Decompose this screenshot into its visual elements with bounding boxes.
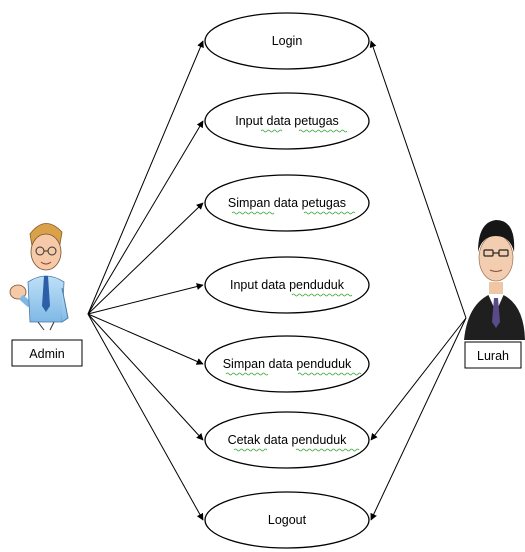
lurah-actor-figure[interactable] xyxy=(464,220,525,340)
use-case-logout[interactable]: Logout xyxy=(204,491,370,549)
use-case-label: Login xyxy=(272,34,303,48)
admin-link-simpan-penduduk xyxy=(87,313,204,365)
use-case-simpan-petugas[interactable]: Simpan data petugas xyxy=(204,174,370,232)
use-case-input-petugas[interactable]: Input data petugas xyxy=(204,92,370,150)
lurah-label-box: Lurah xyxy=(464,341,522,369)
lurah-label: Lurah xyxy=(477,349,509,363)
use-case-cetak-penduduk[interactable]: Cetak data penduduk xyxy=(204,411,370,469)
lurah-link-logout xyxy=(370,317,467,521)
admin-link-cetak-penduduk xyxy=(87,313,204,441)
admin-actor-figure[interactable] xyxy=(9,223,69,331)
use-case-label: Simpan data petugas xyxy=(228,196,346,210)
lurah-link-login xyxy=(369,40,467,319)
admin-link-logout xyxy=(87,313,204,521)
admin-link-simpan-petugas xyxy=(87,202,204,315)
use-case-label: Input data petugas xyxy=(235,114,339,128)
admin-link-login xyxy=(87,40,204,315)
use-case-simpan-penduduk[interactable]: Simpan data penduduk xyxy=(204,335,370,393)
lurah-link-cetak-penduduk xyxy=(370,317,467,441)
admin-label-box: Admin xyxy=(11,339,83,367)
use-case-login[interactable]: Login xyxy=(204,12,370,70)
admin-link-input-petugas xyxy=(87,120,204,315)
use-case-label: Logout xyxy=(268,513,307,527)
use-case-input-penduduk[interactable]: Input data penduduk xyxy=(204,256,370,314)
admin-link-input-penduduk xyxy=(87,283,204,315)
use-case-label: Cetak data penduduk xyxy=(228,433,348,447)
admin-label: Admin xyxy=(29,347,64,361)
association-lines xyxy=(87,40,467,521)
use-case-label: Input data penduduk xyxy=(230,278,345,292)
use-case-label: Simpan data penduduk xyxy=(223,357,352,371)
